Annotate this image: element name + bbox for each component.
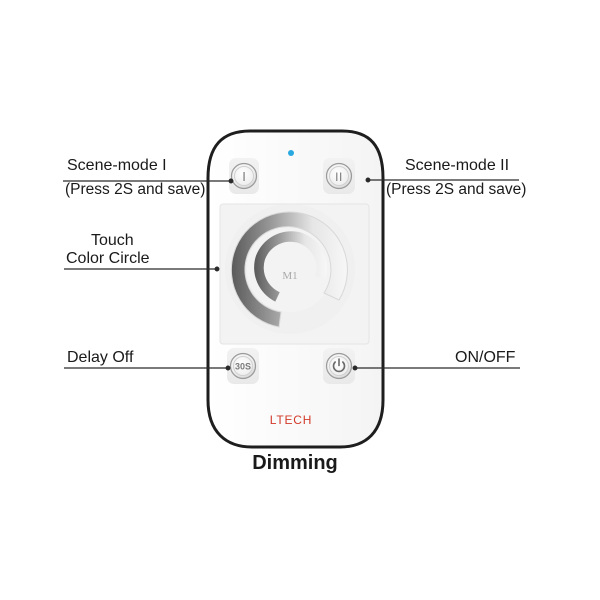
indicator-led bbox=[288, 150, 294, 156]
scene1-button-glyph: I bbox=[242, 169, 246, 184]
scene1-callout-title: Scene-mode I bbox=[67, 157, 167, 174]
diagram-title: Dimming bbox=[252, 452, 338, 474]
power-icon bbox=[332, 358, 346, 373]
power-button[interactable] bbox=[325, 352, 353, 380]
scene2-callout-note: (Press 2S and save) bbox=[386, 181, 527, 198]
color-circle-ring-main bbox=[230, 211, 348, 328]
delay-button-glyph: 30S bbox=[235, 362, 251, 372]
touch-callout-dot bbox=[214, 266, 220, 272]
color-circle-ring[interactable] bbox=[254, 231, 327, 302]
touch-callout-subtitle: Color Circle bbox=[66, 250, 150, 267]
scene2-button[interactable] bbox=[325, 162, 353, 190]
power-callout-title: ON/OFF bbox=[455, 349, 516, 366]
color-circle-center-label: M1 bbox=[282, 270, 297, 282]
scene1-callout-dot bbox=[228, 178, 234, 184]
scene2-callout-title: Scene-mode II bbox=[405, 157, 510, 174]
scene1-callout-note: (Press 2S and save) bbox=[65, 181, 206, 198]
delay-callout-dot bbox=[225, 365, 231, 371]
touch-callout-title: Touch bbox=[91, 232, 134, 249]
delay-callout-title: Delay Off bbox=[67, 349, 134, 366]
brand-logo: LTECH bbox=[270, 413, 312, 427]
scene2-callout-dot bbox=[365, 177, 371, 183]
scene1-button[interactable] bbox=[230, 162, 258, 190]
scene2-button-glyph: II bbox=[335, 170, 343, 184]
delay-off-button[interactable] bbox=[229, 352, 257, 380]
power-callout-dot bbox=[352, 365, 358, 371]
